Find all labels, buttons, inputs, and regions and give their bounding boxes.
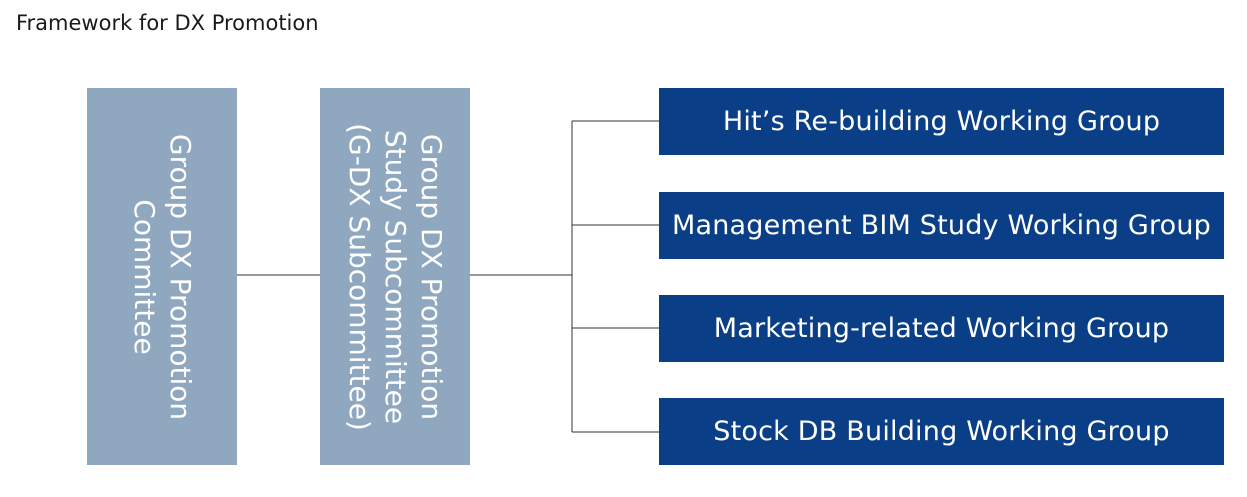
page-title: Framework for DX Promotion: [16, 11, 319, 35]
working-group-box-4: Stock DB Building Working Group: [659, 398, 1224, 465]
subcommittee-label-line-1: Group DX Promotion: [415, 133, 448, 420]
subcommittee-label-line-2: Study Subcommittee: [379, 129, 412, 424]
working-group-box-1: Hit’s Re-building Working Group: [659, 88, 1224, 155]
committee-label: Group DX Promotion Committee: [126, 133, 198, 419]
subcommittee-label: Group DX Promotion Study Subcommittee (G…: [341, 123, 449, 431]
committee-label-line-2: Committee: [128, 198, 161, 355]
committee-label-line-1: Group DX Promotion: [164, 133, 197, 420]
group-dx-promotion-committee-box: Group DX Promotion Committee: [87, 88, 237, 465]
working-group-box-3: Marketing-related Working Group: [659, 295, 1224, 362]
working-group-box-2: Management BIM Study Working Group: [659, 192, 1224, 259]
study-subcommittee-box: Group DX Promotion Study Subcommittee (G…: [320, 88, 470, 465]
subcommittee-label-line-3: (G-DX Subcommittee): [343, 122, 376, 431]
